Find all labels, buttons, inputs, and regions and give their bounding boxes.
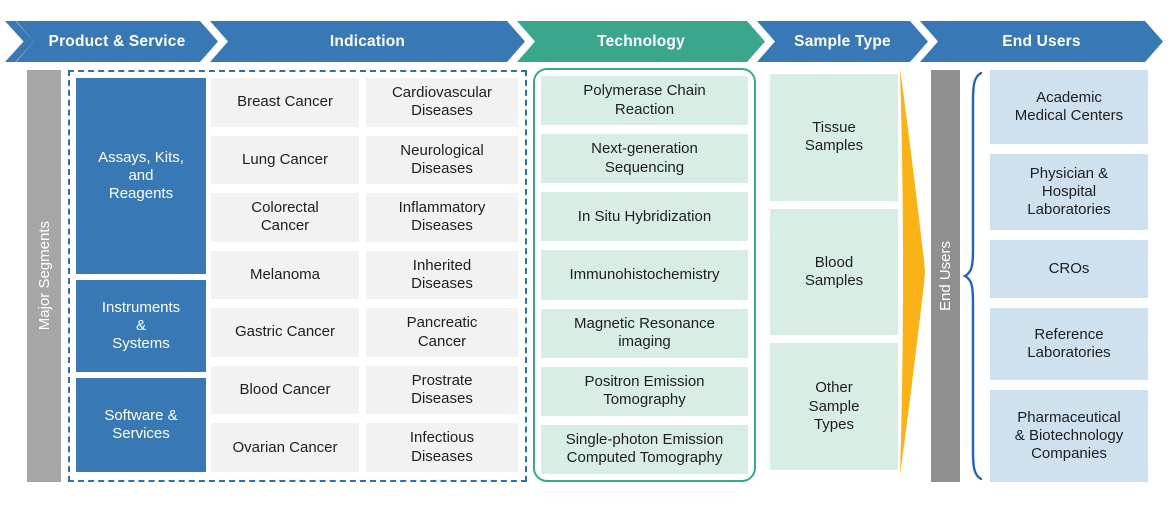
major-segments-rail: Major Segments	[27, 70, 61, 482]
technology-item: Positron Emission Tomography	[541, 366, 748, 416]
sample-type-item: Tissue Samples	[770, 74, 898, 201]
header-label: Technology	[597, 32, 685, 50]
indication-item: Inflammatory Diseases	[366, 193, 518, 242]
indication-item: Pancreatic Cancer	[366, 308, 518, 357]
header-label: End Users	[1002, 32, 1081, 50]
end-user-item: Academic Medical Centers	[990, 70, 1148, 145]
sample-type-column: Tissue Samples Blood Samples Other Sampl…	[770, 74, 898, 471]
indication-item: Breast Cancer	[211, 78, 359, 127]
flow-arrow-icon	[900, 68, 925, 476]
product-box: Software & Services	[76, 377, 206, 472]
indication-column-2: Cardiovascular Diseases Neurological Dis…	[366, 78, 518, 473]
end-users-rail-label: End Users	[937, 240, 954, 312]
indication-item: Inherited Diseases	[366, 250, 518, 300]
header-segment-end-users: End Users	[920, 21, 1163, 62]
indication-item: Infectious Diseases	[366, 423, 518, 473]
technology-item: Polymerase Chain Reaction	[541, 76, 748, 126]
product-service-column: Assays, Kits, and Reagents Instruments &…	[76, 78, 206, 472]
product-box: Instruments & Systems	[76, 279, 206, 372]
header-label: Indication	[329, 32, 406, 50]
technology-item: Next-generation Sequencing	[541, 134, 748, 184]
indication-item: Lung Cancer	[211, 135, 359, 185]
indication-item: Gastric Cancer	[211, 308, 359, 357]
brace-icon	[962, 71, 983, 481]
technology-item: Single-photon Emission Computed Tomograp…	[541, 424, 748, 474]
technology-item: Magnetic Resonance imaging	[541, 308, 748, 358]
major-segments-rail-label: Major Segments	[35, 221, 53, 331]
product-box: Assays, Kits, and Reagents	[76, 78, 206, 274]
major-segments-dashed-border	[68, 70, 527, 482]
end-users-column: Academic Medical Centers Physician & Hos…	[990, 70, 1148, 482]
header-segment-product-service: Product & Service	[16, 21, 218, 62]
header-segment-indication: Indication	[210, 21, 525, 62]
indication-item: Colorectal Cancer	[211, 193, 359, 242]
end-user-item: Pharmaceutical & Biotechnology Companies	[990, 389, 1148, 482]
technology-item: In Situ Hybridization	[541, 192, 748, 242]
indication-item: Prostrate Diseases	[366, 365, 518, 415]
header-label: Product & Service	[48, 32, 186, 50]
sample-type-item: Blood Samples	[770, 208, 898, 336]
indication-item: Cardiovascular Diseases	[366, 78, 518, 127]
indication-column-1: Breast Cancer Lung Cancer Colorectal Can…	[211, 78, 359, 473]
indication-item: Ovarian Cancer	[211, 423, 359, 473]
indication-item: Neurological Diseases	[366, 135, 518, 185]
end-user-item: Physician & Hospital Laboratories	[990, 154, 1148, 230]
header-segment-sample-type: Sample Type	[757, 21, 928, 62]
sample-type-item: Other Sample Types	[770, 343, 898, 471]
technology-item: Immunohistochemistry	[541, 250, 748, 300]
indication-item: Melanoma	[211, 250, 359, 300]
header-label: Sample Type	[794, 32, 891, 50]
header-segment-technology: Technology	[517, 21, 765, 62]
end-users-rail: End Users	[931, 70, 960, 482]
technology-column: Polymerase Chain Reaction Next-generatio…	[541, 76, 748, 474]
indication-item: Blood Cancer	[211, 365, 359, 415]
end-user-item: Reference Laboratories	[990, 307, 1148, 380]
end-user-item: CROs	[990, 239, 1148, 298]
